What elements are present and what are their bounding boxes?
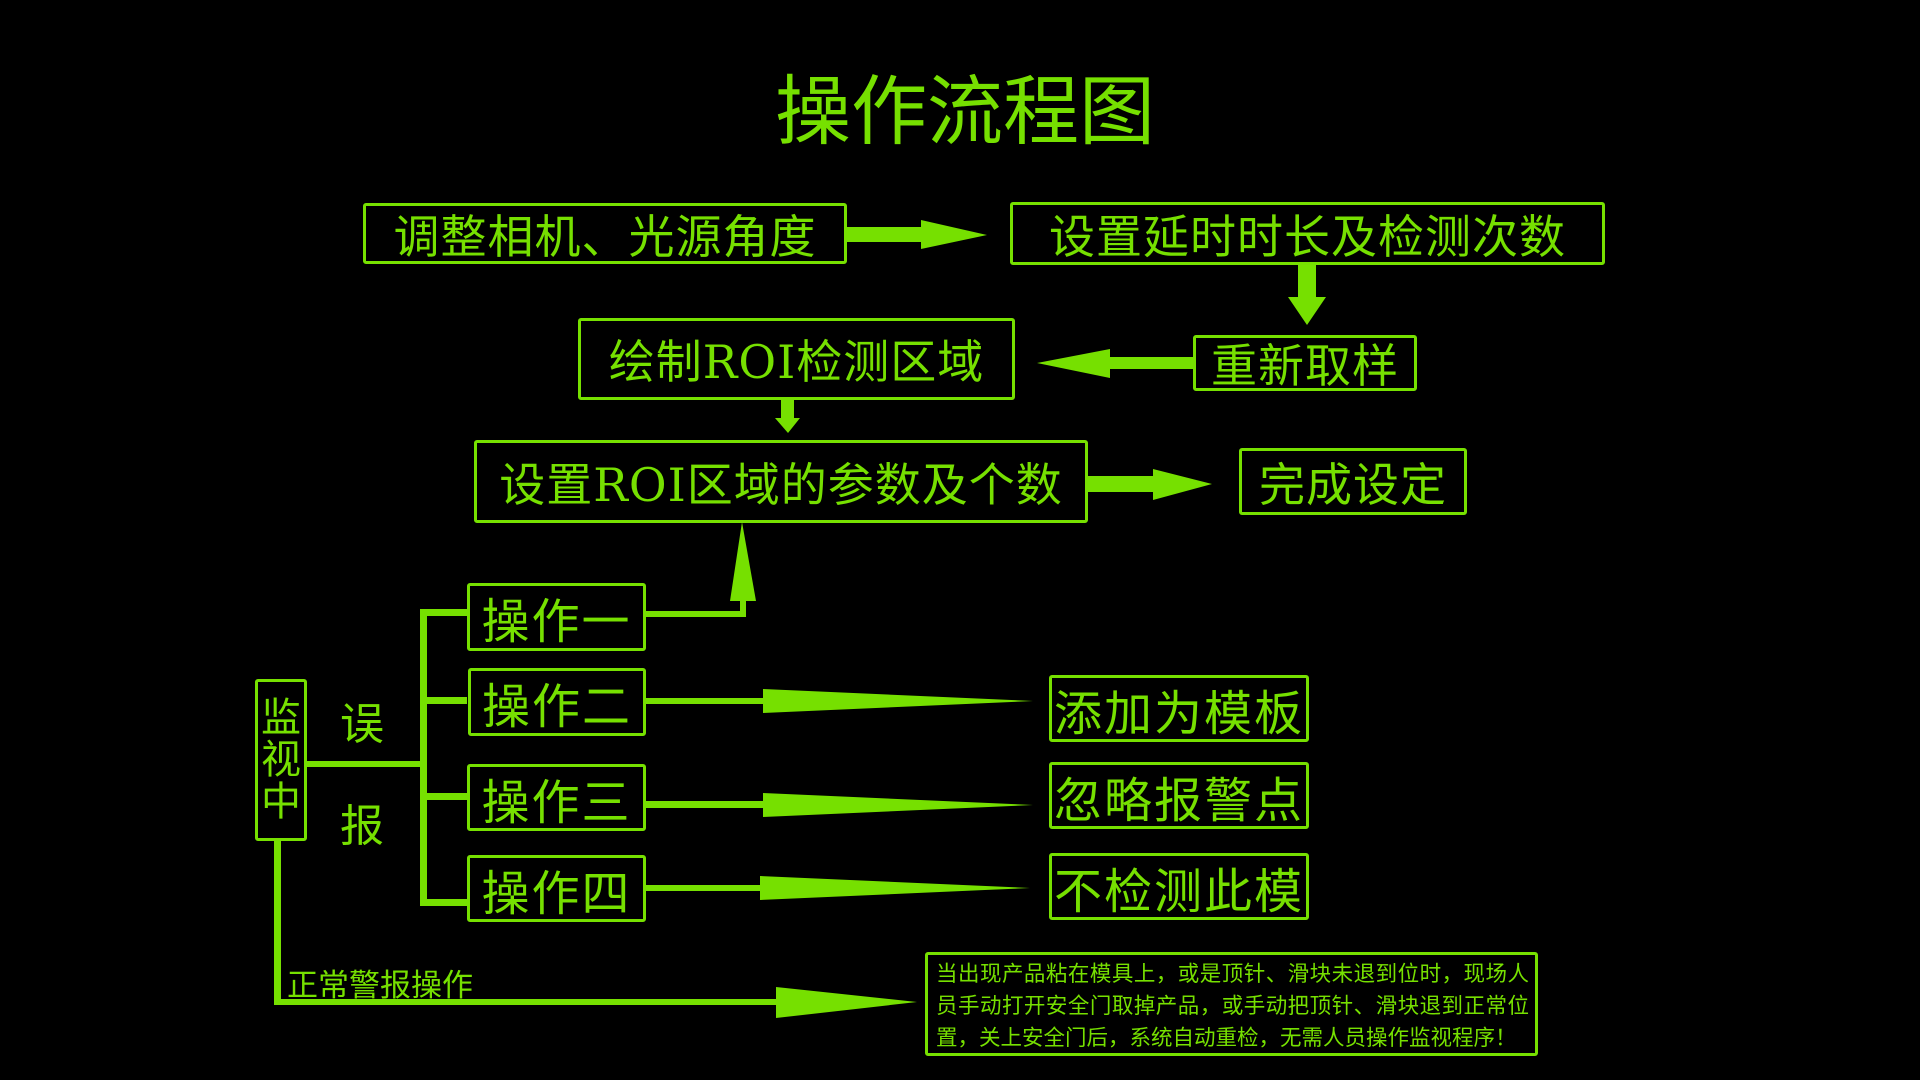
step-finish-setup[interactable]: 完成设定	[1239, 448, 1467, 515]
step-label: 重新取样	[1211, 339, 1399, 393]
step-draw-roi[interactable]: 绘制ROI检测区域	[578, 318, 1015, 400]
page-title: 操作流程图	[775, 67, 1155, 156]
result-label: 忽略报警点	[1053, 772, 1304, 829]
result-label: 添加为模板	[1053, 685, 1304, 742]
operation-label: 操作二	[481, 679, 632, 735]
monitor-connector	[306, 761, 426, 767]
monitor-char: 中	[261, 779, 301, 825]
operation-label: 操作三	[481, 774, 632, 831]
operation-label: 操作一	[481, 594, 632, 650]
bracket-op4	[420, 899, 467, 906]
normal-alarm-vertical	[274, 840, 281, 1005]
false-alarm-char-2: 报	[340, 801, 384, 852]
arrow-step4-to-step5	[775, 400, 800, 433]
step-label: 调整相机、光源角度	[393, 209, 817, 264]
step-resample[interactable]: 重新取样	[1193, 335, 1417, 393]
false-alarm-char-1: 误	[340, 699, 384, 750]
bracket-op1	[420, 609, 467, 616]
operation-1[interactable]: 操作一	[467, 583, 646, 651]
arrow-op4-to-result	[645, 876, 1030, 900]
step-set-roi-params[interactable]: 设置ROI区域的参数及个数	[474, 440, 1088, 523]
result-label: 不检测此模	[1053, 863, 1304, 920]
monitor-char: 视	[261, 737, 301, 783]
result-add-template[interactable]: 添加为模板	[1049, 675, 1309, 742]
step-label: 设置延时时长及检测次数	[1049, 209, 1566, 264]
operation-4[interactable]: 操作四	[467, 855, 646, 922]
description-text: 当出现产品粘在模具上，或是顶针、滑块未退到位时，现场人员手动打开安全门取掉产品，…	[936, 962, 1529, 1051]
step-label: 完成设定	[1259, 457, 1447, 512]
operation-label: 操作四	[481, 865, 632, 922]
step-adjust-camera-light[interactable]: 调整相机、光源角度	[363, 203, 847, 264]
arrow-step3-to-step4	[1037, 349, 1193, 378]
result-skip-mold[interactable]: 不检测此模	[1049, 853, 1309, 920]
normal-alarm-description: 当出现产品粘在模具上，或是顶针、滑块未退到位时，现场人员手动打开安全门取掉产品，…	[925, 952, 1538, 1056]
arrow-step5-to-step6	[1088, 469, 1212, 500]
bracket-vertical	[420, 609, 427, 906]
operation-3[interactable]: 操作三	[467, 764, 646, 831]
arrow-op2-to-result	[645, 689, 1033, 713]
arrow-step2-to-step3	[1288, 264, 1326, 325]
arrow-step1-to-step2	[846, 220, 987, 249]
normal-alarm-label: 正常警报操作	[287, 968, 473, 1004]
step-set-delay-count[interactable]: 设置延时时长及检测次数	[1010, 202, 1605, 265]
monitoring-box[interactable]: 监 视 中	[255, 679, 307, 841]
arrow-op1-to-step5	[645, 522, 756, 617]
step-label: 设置ROI区域的参数及个数	[499, 457, 1063, 512]
operation-2[interactable]: 操作二	[468, 668, 646, 736]
result-ignore-alarm-point[interactable]: 忽略报警点	[1049, 762, 1309, 829]
arrow-op3-to-result	[645, 793, 1033, 817]
bracket-op2	[420, 697, 467, 704]
arrow-normal-alarm	[274, 987, 917, 1018]
monitor-char: 监	[261, 695, 301, 741]
bracket-op3	[420, 793, 467, 800]
step-label: 绘制ROI检测区域	[608, 335, 985, 389]
